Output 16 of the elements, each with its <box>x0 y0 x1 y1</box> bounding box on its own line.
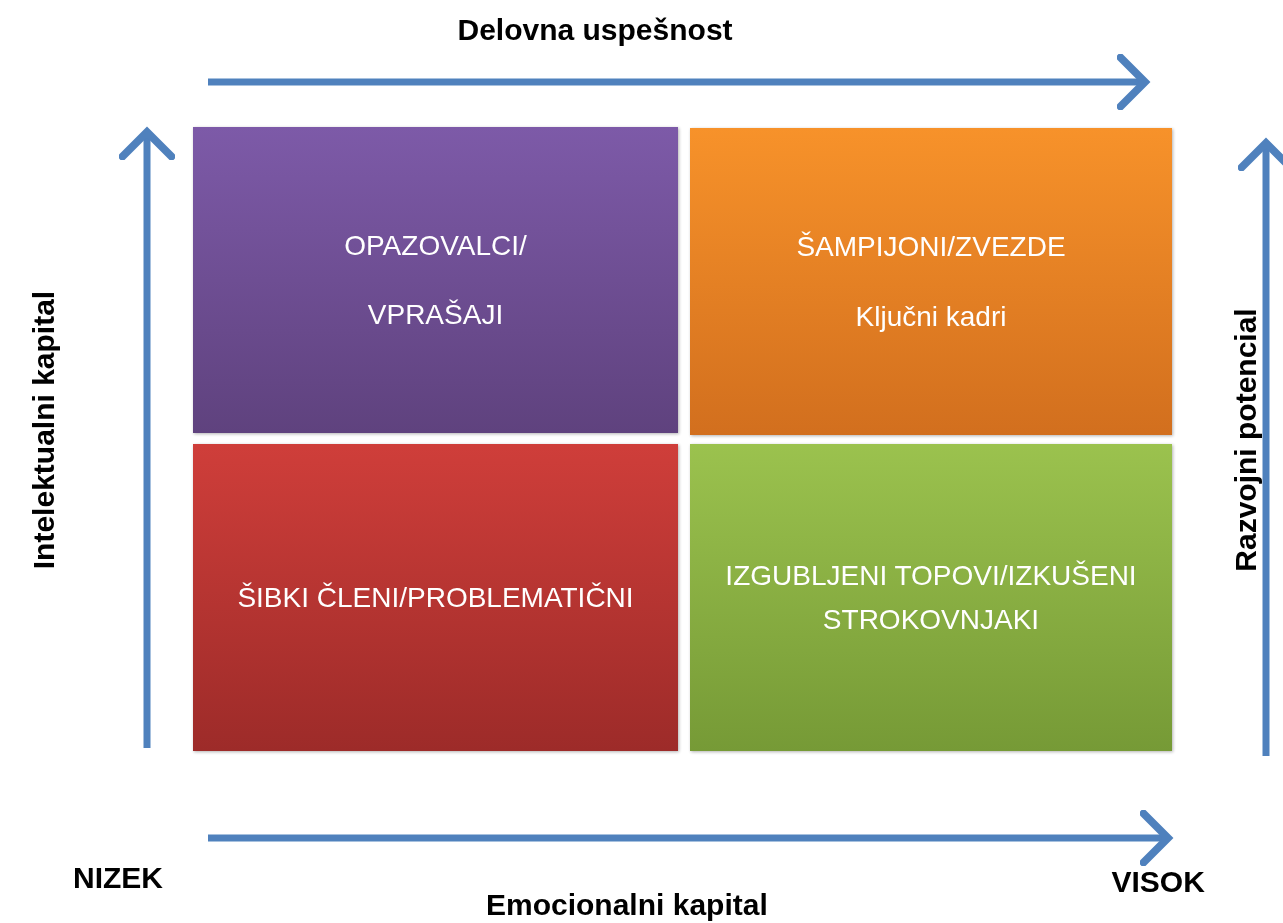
observers-quadrant <box>193 127 678 433</box>
axis-end-label: NIZEK <box>73 861 163 895</box>
quadrant-label: VPRAŠAJI <box>366 298 505 332</box>
weak-members-quadrant <box>193 444 678 751</box>
quadrant-label: IZGUBLJENI TOPOVI/IZKUŠENI STROKOVNJAKI <box>724 559 1138 637</box>
axis-title: Intelektualni kapital <box>27 290 62 570</box>
champions-quadrant <box>690 128 1172 435</box>
quadrant-label: ŠAMPIJONI/ZVEZDE <box>795 230 1067 265</box>
axis-end-label: VISOK <box>1111 865 1205 899</box>
axis-title: Emocionalni kapital <box>486 888 768 922</box>
quadrant-label: OPAZOVALCI/ <box>343 228 528 263</box>
axis-title: Delovna uspešnost <box>457 13 733 47</box>
quadrant-label: ŠIBKI ČLENI/PROBLEMATIČNI <box>236 580 635 615</box>
lost-cannons-quadrant <box>690 444 1172 751</box>
quadrant-label: Ključni kadri <box>854 299 1008 334</box>
axis-title: Razvojni potencial <box>1228 308 1263 572</box>
